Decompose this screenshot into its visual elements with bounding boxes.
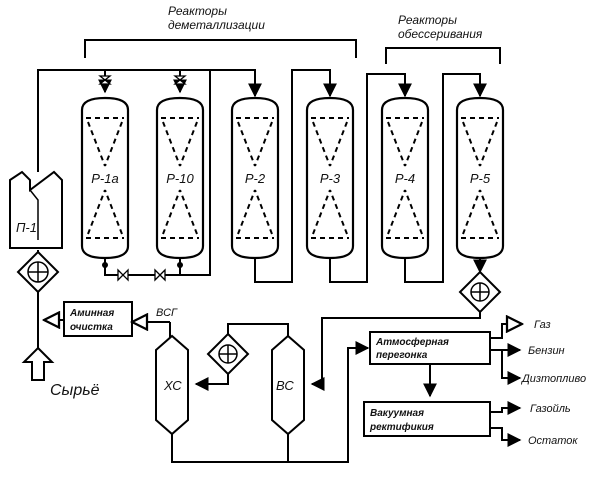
vacuum-label-line1: Вакуумная — [370, 408, 424, 419]
heat-exchanger-middle — [208, 334, 248, 374]
hot-separator: ВС — [272, 336, 304, 434]
junction-dot-2 — [177, 262, 183, 268]
group-demetallization: Реакторы деметаллизации — [85, 4, 356, 58]
product-gasoline: Бензин — [528, 345, 565, 357]
vacuum-rectification: Вакуумная ректификия — [364, 402, 490, 436]
junction-dot-1 — [102, 262, 108, 268]
diesel-line — [502, 350, 520, 378]
valve-top-r1a — [100, 76, 110, 84]
hx-to-hot-sep-line — [228, 324, 288, 336]
valve-top-r10 — [175, 76, 185, 84]
gas-line — [490, 324, 522, 338]
feed-arrow — [24, 348, 52, 380]
valve-bottom-2 — [155, 270, 165, 280]
furnace-p1: П-1 — [10, 172, 62, 248]
reactor-1: Р-1а — [82, 98, 128, 258]
product-gasoil: Газойль — [530, 403, 571, 415]
reactor-label: Р-10 — [166, 171, 194, 186]
demetallization-bracket — [85, 40, 356, 58]
vsg-label: ВСГ — [156, 307, 178, 319]
gasoil-line — [490, 408, 520, 412]
product-residue: Остаток — [528, 435, 578, 447]
reactor-4: Р-3 — [307, 98, 353, 258]
reactor-2: Р-10 — [157, 98, 203, 258]
residue-line — [490, 428, 520, 440]
product-diesel: Дизтопливо — [520, 373, 586, 385]
cold-separator-label: ХС — [163, 378, 182, 393]
valve-bottom-1 — [118, 270, 128, 280]
reactor-label: Р-3 — [320, 171, 341, 186]
vacuum-label-line2: ректификия — [369, 421, 434, 433]
reactor-6: Р-5 — [457, 98, 503, 258]
atmospheric-label-line2: перегонка — [376, 350, 428, 361]
reactor-5: Р-4 — [382, 98, 428, 258]
line-to-r2 — [210, 70, 255, 96]
group-desulfurization-line2: обессеривания — [398, 27, 483, 41]
heat-exchanger-left — [18, 252, 58, 292]
cold-separator: ХС — [156, 336, 188, 434]
reactor-label: Р-2 — [245, 171, 266, 186]
atmospheric-label-line1: Атмосферная — [375, 336, 449, 348]
hot-separator-label: ВС — [276, 378, 294, 393]
reactor-label: Р-4 — [395, 171, 415, 186]
group-demetallization-line2: деметаллизации — [168, 18, 265, 32]
desulfurization-bracket — [386, 48, 500, 64]
hx-to-cold-sep-line — [196, 374, 228, 384]
reactor-label: Р-5 — [470, 171, 491, 186]
atmospheric-distillation: Атмосферная перегонка — [370, 332, 490, 364]
amine-label-line1: Аминная — [69, 308, 114, 319]
furnace-label: П-1 — [16, 220, 37, 235]
group-desulfurization: Реакторы обессеривания — [386, 13, 500, 64]
group-desulfurization-line1: Реакторы — [398, 13, 457, 27]
reactor-3: Р-2 — [232, 98, 278, 258]
amine-label-line2: очистка — [70, 322, 113, 333]
reactor-label: Р-1а — [91, 171, 118, 186]
amine-treatment: Аминная очистка — [64, 302, 132, 336]
group-demetallization-line1: Реакторы — [168, 4, 227, 18]
cold-bottoms-line — [172, 434, 288, 462]
feed-label: Сырьё — [50, 382, 100, 399]
heat-exchanger-right — [460, 272, 500, 312]
product-gas: Газ — [534, 319, 551, 331]
